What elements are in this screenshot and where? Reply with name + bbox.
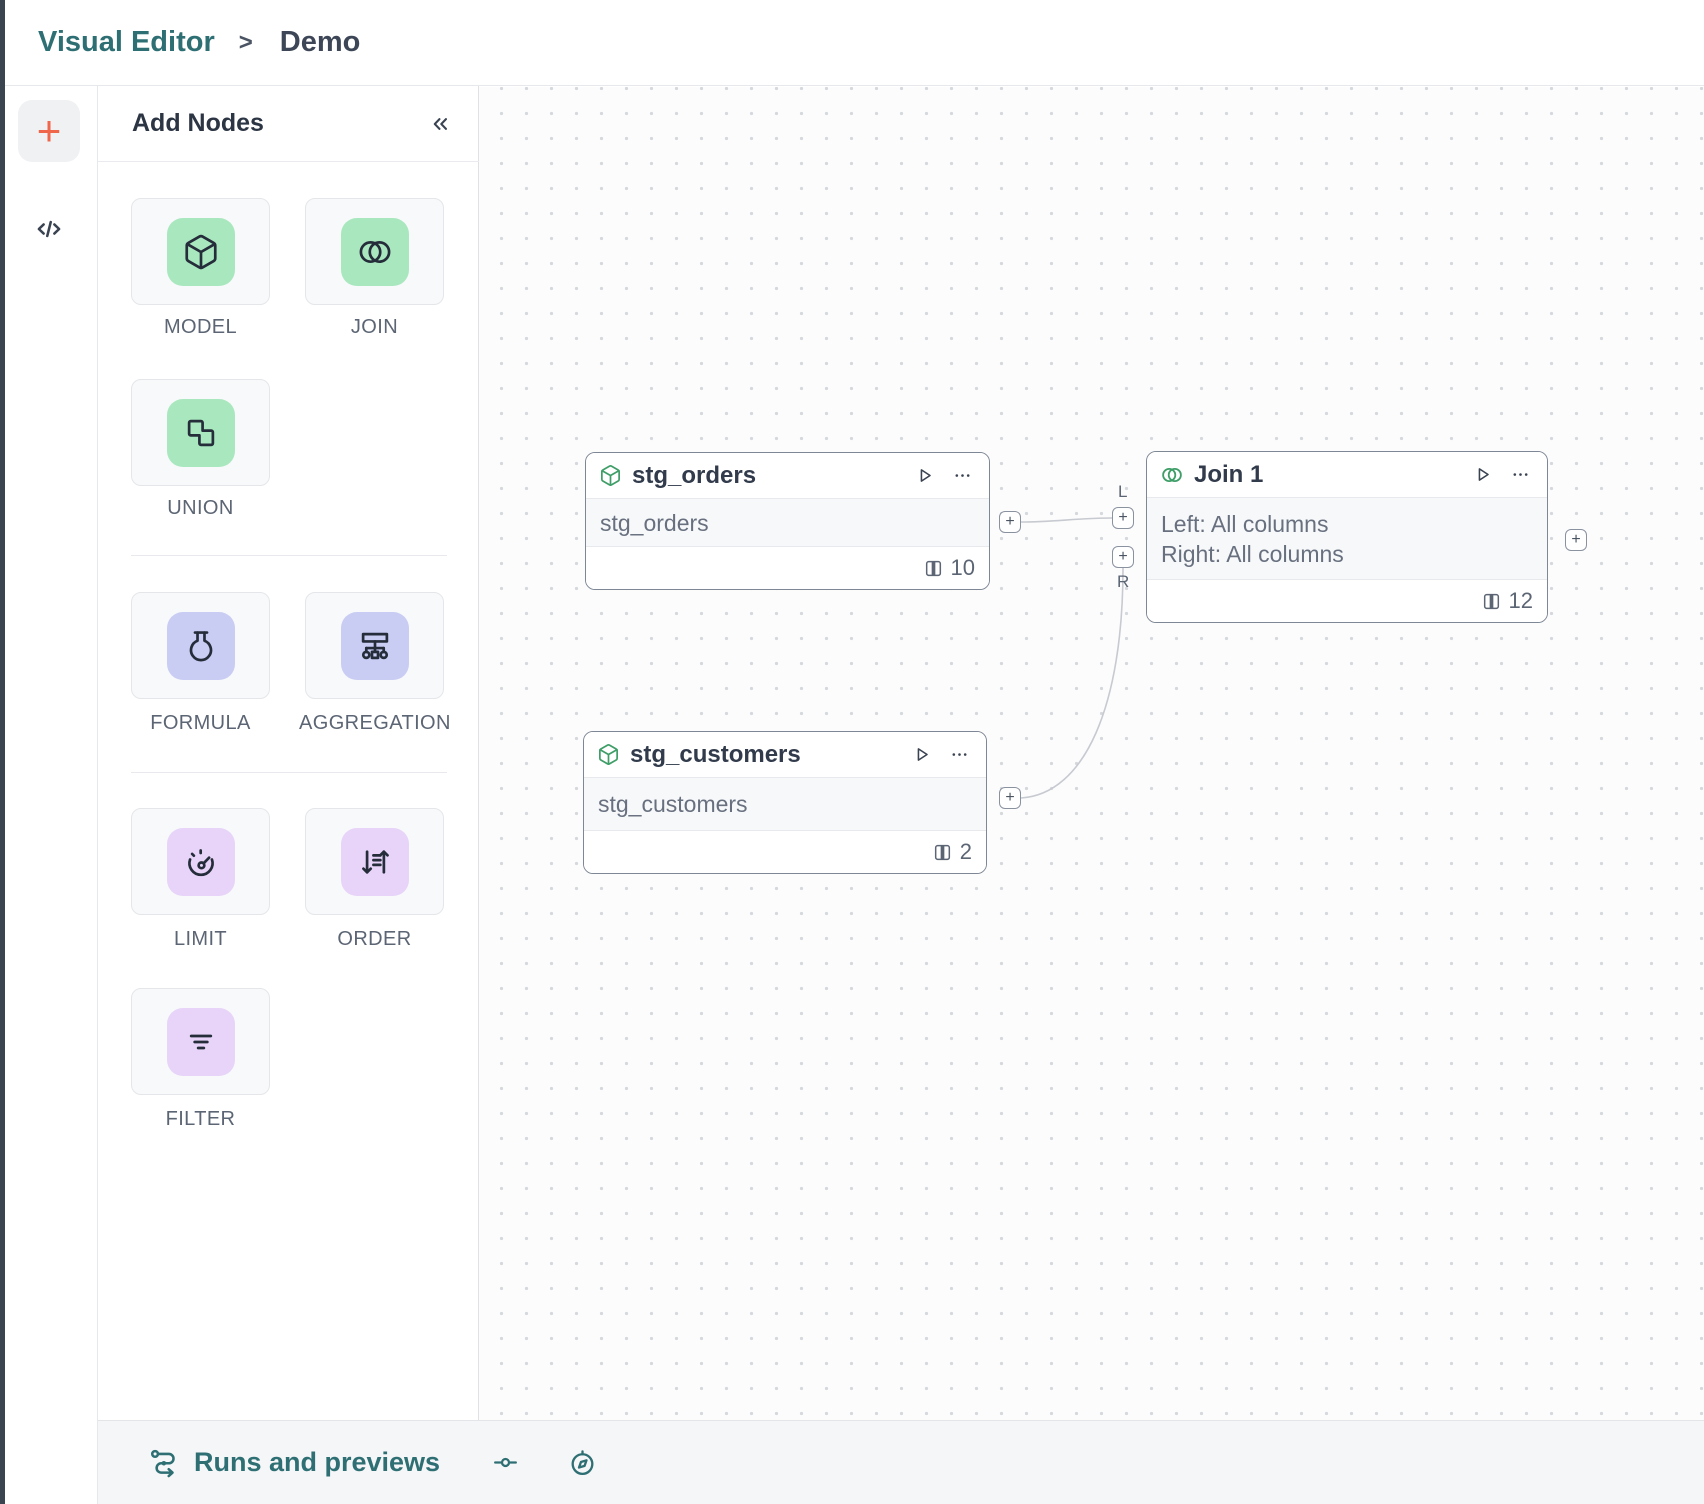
node-menu-button[interactable] (949, 744, 970, 765)
column-count: 10 (950, 555, 975, 580)
add-node-join[interactable] (305, 198, 444, 305)
add-node-formula[interactable] (131, 592, 270, 699)
node-stg-customers[interactable]: stg_customers stg_customers 2 (583, 731, 987, 874)
add-node-limit[interactable] (131, 808, 270, 915)
node-footer: 10 (586, 547, 989, 589)
add-node-filter[interactable] (131, 988, 270, 1095)
status-bar: Runs and previews (98, 1420, 1704, 1504)
group-divider (131, 772, 447, 773)
cube-icon (597, 743, 620, 766)
column-count: 2 (959, 839, 972, 864)
run-node-button[interactable] (911, 744, 932, 765)
join-right-port-label: R (1117, 572, 1130, 591)
compass-button[interactable] (567, 1447, 598, 1478)
node-source-name: stg_orders (600, 509, 709, 536)
code-view-button[interactable] (30, 210, 68, 248)
node-title: Join 1 (1194, 460, 1264, 488)
flask-icon (166, 611, 235, 680)
join-circles-icon (340, 217, 409, 286)
columns-icon (925, 560, 941, 576)
node-title: stg_customers (630, 740, 801, 768)
join-circles-icon (1160, 463, 1184, 487)
plus-icon: + (1005, 789, 1015, 806)
group-divider (131, 555, 447, 556)
add-node-aggregation[interactable] (305, 592, 444, 699)
node-header: stg_orders (586, 453, 989, 498)
node-stg-orders[interactable]: stg_orders stg_orders 10 (585, 452, 990, 590)
header-bar: Visual Editor > Demo (5, 0, 1704, 86)
add-node-order-label: ORDER (337, 928, 412, 950)
columns-icon (1483, 593, 1499, 609)
gauge-icon (166, 827, 235, 896)
node-header: Join 1 (1147, 452, 1547, 497)
node-header: stg_customers (584, 732, 986, 777)
breadcrumb-current-page: Demo (279, 26, 361, 58)
runs-and-previews-button[interactable]: Runs and previews (148, 1446, 440, 1480)
chevrons-left-icon (433, 117, 447, 130)
node-body: stg_orders (586, 498, 989, 547)
node-menu-button[interactable] (1510, 464, 1531, 485)
join-right-config: Right: All columns (1161, 540, 1344, 567)
node-body: stg_customers (584, 777, 986, 831)
compass-icon (571, 1450, 594, 1476)
collapse-panel-button[interactable] (427, 111, 453, 137)
panel-title: Add Nodes (132, 109, 264, 137)
node-source-name: stg_customers (598, 791, 748, 817)
node-join-1[interactable]: Join 1 Left: All columns Right: All colu… (1146, 451, 1548, 623)
cube-icon (166, 217, 235, 286)
add-node-aggregation-label: AGGREGATION (299, 712, 451, 734)
port-stg-orders-output[interactable]: + (999, 511, 1021, 533)
plus-icon: + (36, 107, 62, 154)
breadcrumb-separator: > (238, 28, 253, 56)
add-nodes-panel (98, 86, 479, 1420)
add-node-model[interactable] (131, 198, 270, 305)
commit-button[interactable] (492, 1449, 519, 1476)
add-node-button[interactable]: + (18, 100, 80, 162)
union-squares-icon (166, 398, 235, 467)
add-node-model-label: MODEL (163, 316, 238, 338)
port-join-output[interactable]: + (1565, 529, 1587, 551)
node-menu-button[interactable] (952, 465, 973, 486)
plus-icon: + (1118, 548, 1128, 565)
port-stg-customers-output[interactable]: + (999, 787, 1021, 809)
sort-arrows-icon (340, 827, 409, 896)
add-node-join-label: JOIN (350, 316, 399, 338)
breadcrumb-section-link[interactable]: Visual Editor (38, 26, 215, 58)
port-join-left-input[interactable]: + (1112, 507, 1134, 529)
join-left-port-label: L (1118, 482, 1128, 501)
join-left-config: Left: All columns (1161, 510, 1329, 537)
aggregation-tree-icon (340, 611, 409, 680)
add-node-union-label: UNION (167, 497, 234, 519)
node-footer: 2 (584, 831, 986, 873)
route-icon (148, 1446, 182, 1480)
cube-icon (599, 464, 622, 487)
run-node-button[interactable] (1472, 464, 1493, 485)
git-commit-icon (494, 1457, 518, 1468)
port-join-right-input[interactable]: + (1112, 546, 1134, 568)
plus-icon: + (1118, 509, 1128, 526)
add-node-limit-label: LIMIT (173, 928, 228, 950)
add-node-filter-label: FILTER (165, 1108, 236, 1130)
window-edge (0, 0, 5, 1504)
node-title: stg_orders (632, 461, 757, 489)
plus-icon: + (1005, 513, 1015, 530)
activity-bar (5, 86, 98, 1504)
column-count: 12 (1508, 588, 1533, 613)
plus-icon: + (1571, 531, 1581, 548)
code-icon (33, 213, 65, 245)
runs-and-previews-label: Runs and previews (194, 1447, 441, 1477)
add-node-union[interactable] (131, 379, 270, 486)
add-node-order[interactable] (305, 808, 444, 915)
node-footer: 12 (1147, 580, 1547, 622)
columns-icon (934, 844, 950, 860)
filter-lines-icon (166, 1007, 235, 1076)
add-node-formula-label: FORMULA (150, 712, 251, 734)
node-body: Left: All columns Right: All columns (1147, 497, 1547, 580)
run-node-button[interactable] (914, 465, 935, 486)
add-nodes-panel-header: Add Nodes (98, 86, 479, 162)
